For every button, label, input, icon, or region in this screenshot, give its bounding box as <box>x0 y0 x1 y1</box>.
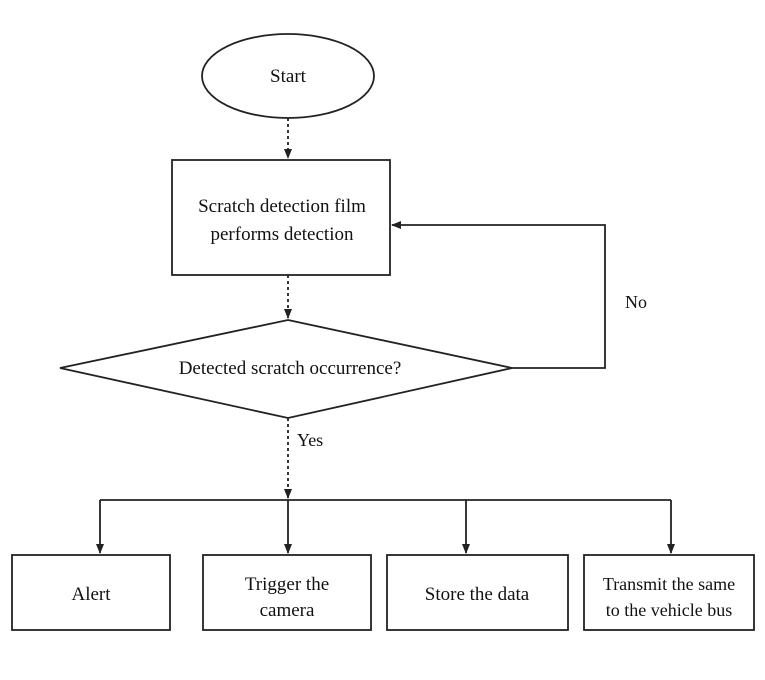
yes-label: Yes <box>297 430 323 450</box>
transmit-node-shape <box>583 554 755 631</box>
process-node-shape <box>171 159 391 276</box>
start-label: Start <box>270 66 307 87</box>
store-node-shape <box>386 554 569 631</box>
camera-label-line1: Trigger the <box>245 574 329 595</box>
transmit-label-line2: to the vehicle bus <box>606 600 732 620</box>
no-label: No <box>625 292 647 312</box>
process-label-line1: Scratch detection film <box>198 196 366 217</box>
decision-label: Detected scratch occurrence? <box>179 358 402 379</box>
alert-label: Alert <box>71 584 111 605</box>
transmit-label-line1: Transmit the same <box>603 574 735 594</box>
process-label-line2: performs detection <box>211 224 354 245</box>
alert-node-shape <box>11 554 171 631</box>
store-label: Store the data <box>425 584 530 605</box>
camera-node-shape <box>202 554 372 631</box>
camera-label-line2: camera <box>260 600 315 621</box>
edge-no-loop <box>391 221 606 369</box>
